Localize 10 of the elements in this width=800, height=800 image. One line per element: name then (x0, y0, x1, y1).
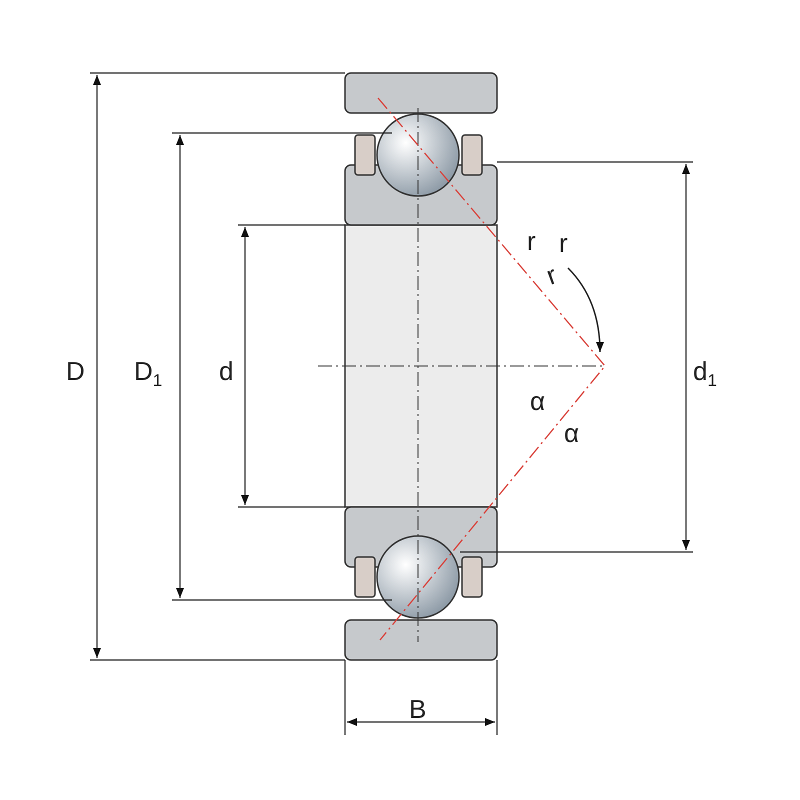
dimension-label: B (409, 696, 426, 722)
dimension-label: d (219, 358, 234, 384)
dimension-label: d$_{1}$ (693, 358, 717, 390)
radius-label: r (542, 261, 560, 289)
dimension-label: D (66, 358, 85, 384)
angle-label: α (564, 420, 580, 446)
radius-label: r (559, 230, 568, 256)
angle-label: α (530, 388, 546, 414)
dimension-label: D$_{1}$ (134, 358, 162, 390)
radius-label: r (527, 228, 536, 254)
